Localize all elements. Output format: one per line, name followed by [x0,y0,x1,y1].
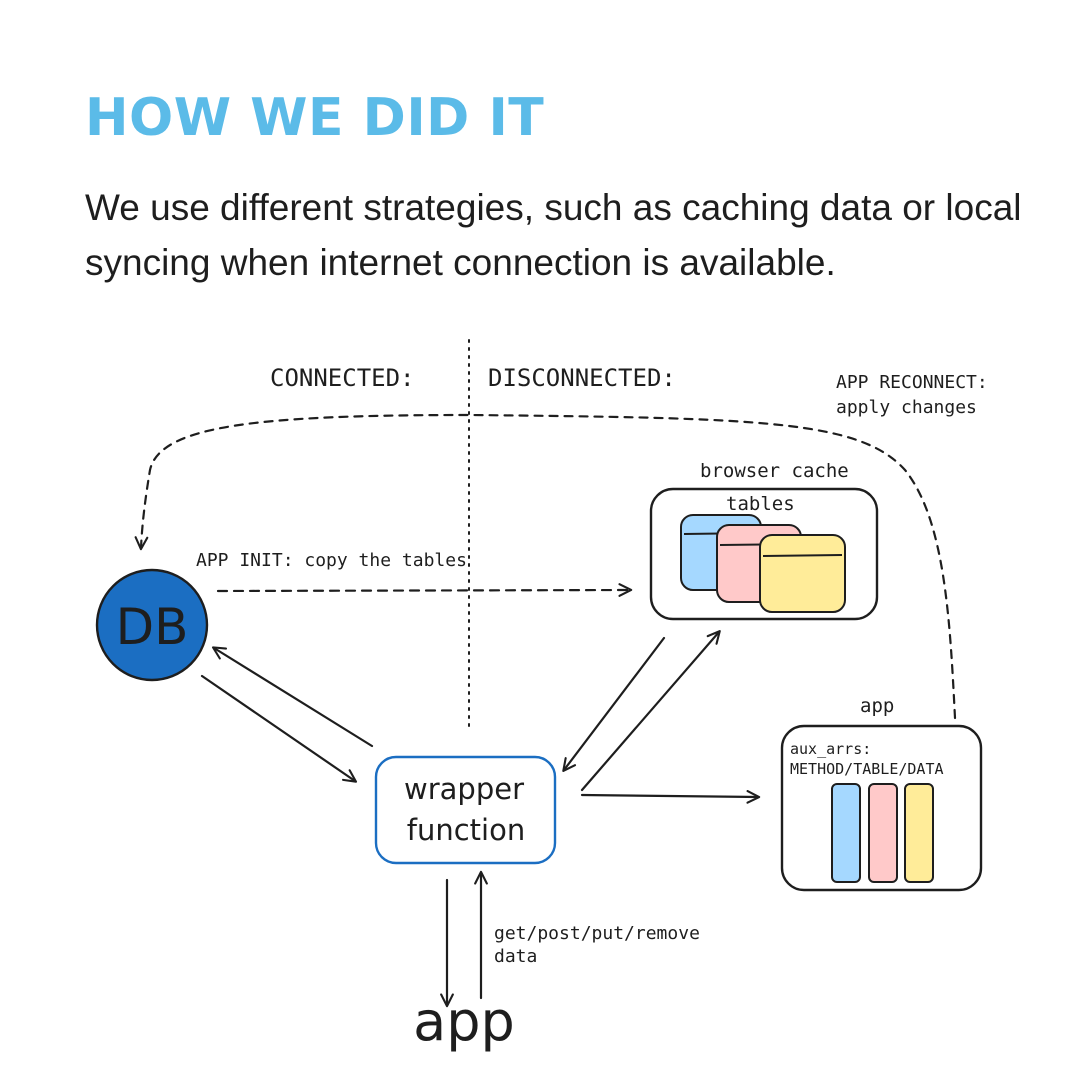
tables-label: tables [726,493,795,515]
app-box-label: app [860,695,894,717]
cache-to-wrapper-arrow [562,636,666,772]
app-bottom-label: app [413,990,515,1053]
reconnect-label-line2: apply changes [836,397,977,418]
aux-array-yellow [904,783,934,883]
db-node [95,568,209,682]
app-init-label: APP INIT: copy the tables [196,550,467,571]
connected-label: CONNECTED: [270,364,415,392]
db-to-wrapper-arrow [200,674,358,783]
cache-table-yellow [759,534,846,613]
wrapper-to-app-arrow [580,789,761,804]
browser-cache-label: browser cache [700,460,849,482]
wrapper-label-line1: wrapper [404,772,524,806]
aux-array-pink [868,783,898,883]
page-title: HOW WE DID IT [85,88,545,148]
crud-label-line2: data [494,946,537,967]
db-label: DB [116,598,189,656]
wrapper-to-cache-arrow [580,630,721,792]
crud-label-line1: get/post/put/remove [494,923,700,944]
page-subtitle: We use different strategies, such as cac… [85,187,1022,283]
reconnect-label-line1: APP RECONNECT: [836,372,988,393]
aux-arrs-label: aux_arrs: [790,740,871,758]
wrapper-function-box [374,755,557,865]
wrapper-to-db-arrow [211,646,374,748]
disconnected-label: DISCONNECTED: [488,364,676,392]
app-init-arrow [216,583,633,597]
reconnect-arrow [134,413,957,720]
aux-array-blue [831,783,861,883]
aux-arrs-format: METHOD/TABLE/DATA [790,760,944,778]
wrapper-label-line2: function [407,813,525,847]
